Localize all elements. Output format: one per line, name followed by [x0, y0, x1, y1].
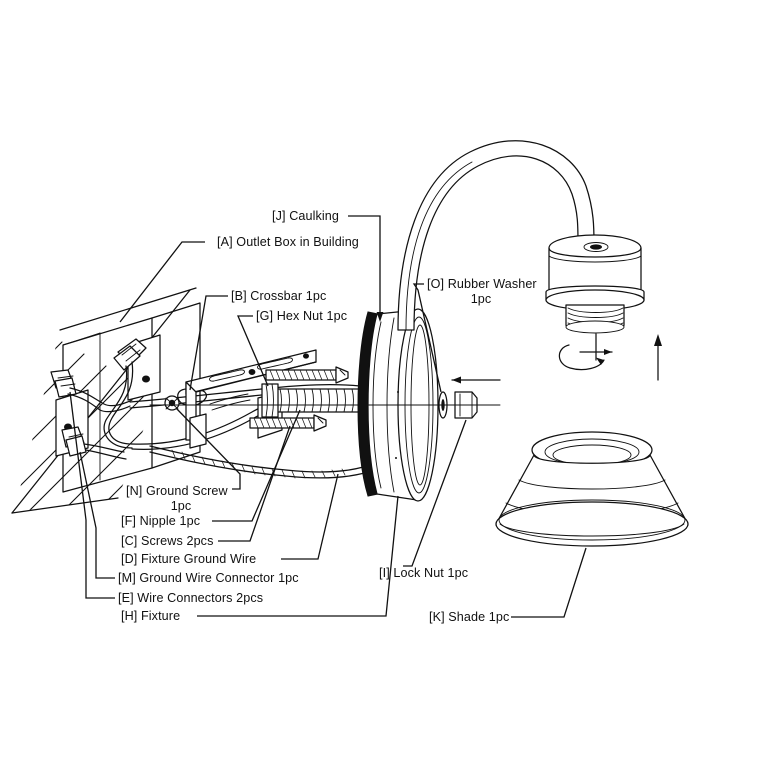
nipple-threaded — [261, 383, 371, 418]
mounting-screw-upper — [265, 366, 349, 384]
label-layer: [J] Caulking [A] Outlet Box in Building … — [118, 209, 537, 624]
ground-wire-connector — [61, 426, 87, 457]
label-J: [J] Caulking — [272, 209, 339, 223]
label-E: [E] Wire Connectors 2pcs — [118, 591, 263, 605]
label-B: [B] Crossbar 1pc — [231, 289, 326, 303]
assembly-arrow-left — [451, 376, 501, 384]
label-A: [A] Outlet Box in Building — [217, 235, 359, 249]
wall-top-edge — [59, 287, 197, 331]
wall-front-edge — [11, 289, 191, 514]
label-H: [H] Fixture — [121, 609, 180, 623]
label-N-qty: 1pc — [171, 499, 192, 513]
shade — [495, 431, 689, 547]
mounting-screw-lower — [249, 414, 327, 432]
label-K: [K] Shade 1pc — [429, 610, 509, 624]
house-wiring — [50, 338, 361, 460]
label-M: [M] Ground Wire Connector 1pc — [118, 571, 299, 585]
label-N: [N] Ground Screw — [126, 484, 228, 498]
wall-bottom-edge — [11, 497, 119, 514]
label-C: [C] Screws 2pcs — [121, 534, 213, 548]
label-I: [I] Lock Nut 1pc — [379, 566, 468, 580]
rotation-arrow — [558, 333, 613, 371]
label-G: [G] Hex Nut 1pc — [256, 309, 347, 323]
socket-housing — [545, 234, 645, 334]
label-O: [O] Rubber Washer — [427, 277, 537, 291]
label-F: [F] Nipple 1pc — [121, 514, 200, 528]
leader-lines — [69, 215, 587, 618]
label-D: [D] Fixture Ground Wire — [121, 552, 256, 566]
wire-connector-upper — [113, 338, 147, 371]
ground-screw — [164, 395, 180, 411]
lift-arrow-up — [654, 334, 662, 381]
label-O-qty: 1pc — [471, 292, 492, 306]
wire-connector-left — [50, 369, 77, 398]
